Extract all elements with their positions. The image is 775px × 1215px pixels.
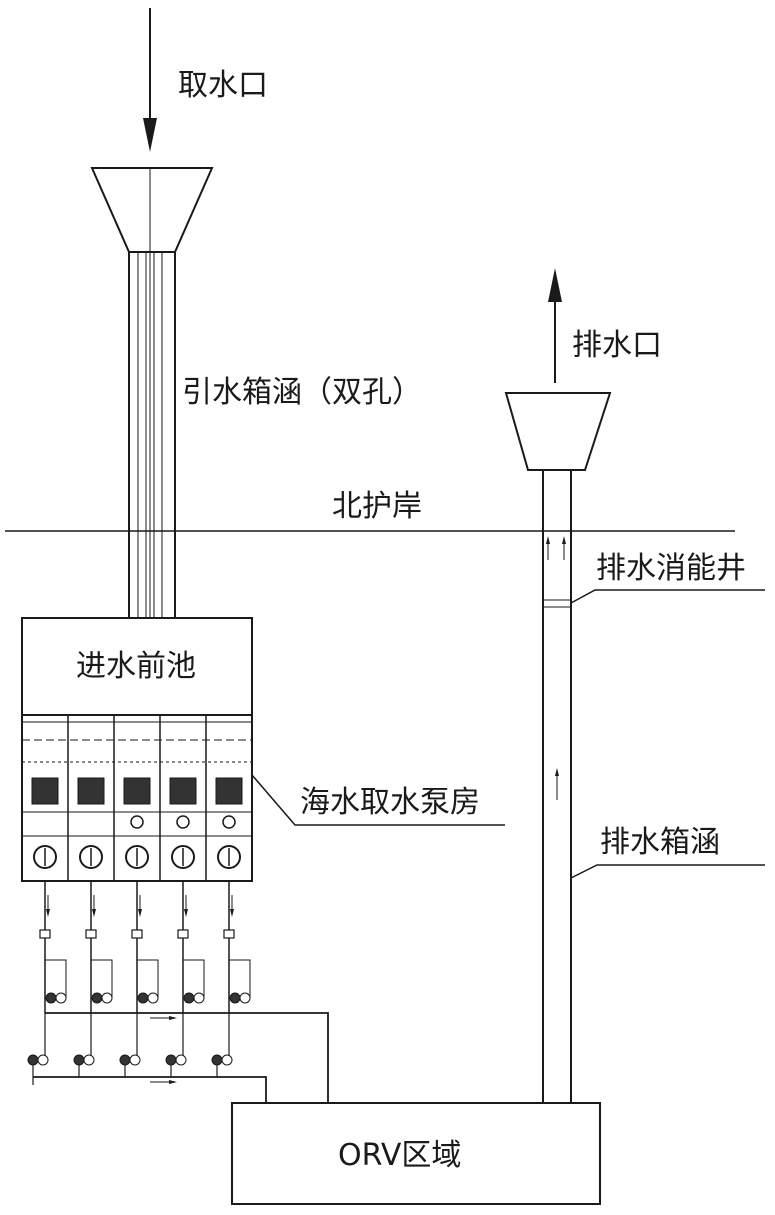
pump-unit-2 — [77, 777, 105, 869]
pump-unit-4 — [169, 777, 197, 869]
orv-area-box — [231, 1102, 601, 1205]
pump-unit-5 — [215, 777, 243, 869]
pump-unit-3 — [123, 777, 151, 869]
intake-arrow-icon — [143, 8, 157, 152]
discharge-culvert — [542, 470, 572, 1103]
north-shore-label: 北护岸 — [332, 489, 422, 524]
energy-dissipation-well-label: 排水消能井 — [596, 551, 746, 586]
discharge-funnel — [504, 392, 612, 471]
intake-outlet-label: 取水口 — [178, 68, 268, 103]
intake-culvert-label: 引水箱涵（双孔） — [182, 375, 422, 410]
forebay-label: 进水前池 — [76, 649, 196, 684]
intake-culvert — [128, 252, 176, 618]
discharge-culvert-label: 排水箱涵 — [600, 825, 720, 860]
pump-discharge-piping — [27, 881, 329, 1103]
pump-house-leader — [251, 774, 505, 826]
orv-area-label: ORV区域 — [338, 1138, 461, 1173]
discharge-outlet-label: 排水口 — [572, 328, 662, 363]
intake-funnel — [90, 167, 214, 253]
discharge-culvert-leader — [570, 864, 765, 879]
discharge-arrow-icon — [548, 268, 562, 383]
pump-bays — [22, 715, 252, 881]
pump-house-label: 海水取水泵房 — [300, 785, 480, 820]
energy-dissipation-leader — [570, 589, 765, 604]
pump-unit-1 — [31, 777, 59, 869]
